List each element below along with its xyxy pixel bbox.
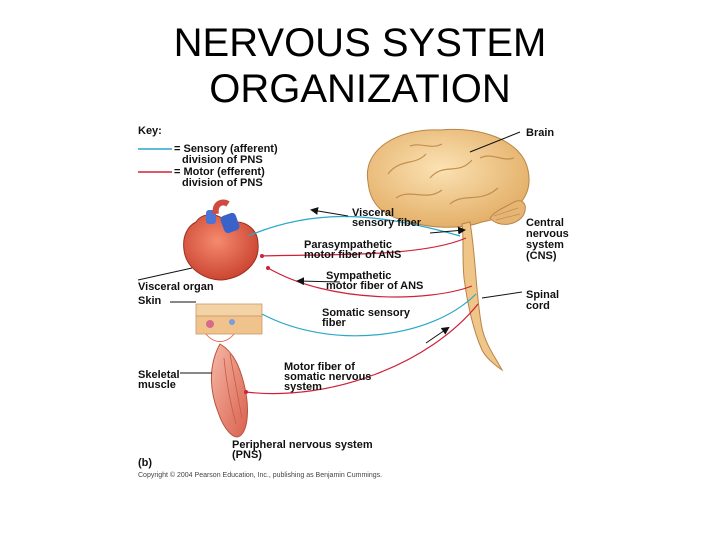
label-cns-line3: system (526, 239, 564, 251)
diagram-canvas: Key: = Sensory (afferent) division of PN… (137, 125, 569, 479)
label-cns-line4: (CNS) (526, 250, 557, 262)
label-visceral-sensory-line1: Visceral (352, 207, 394, 219)
label-cns-line2: nervous (526, 228, 569, 240)
label-visceral-organ: Visceral organ (138, 281, 214, 293)
label-panel: (b) (138, 457, 152, 469)
label-motor-somatic-line1: Motor fiber of (284, 361, 355, 373)
label-motor-somatic-line3: system (284, 381, 322, 393)
legend-key: Key: = Sensory (afferent) division of PN… (138, 125, 278, 189)
label-somatic-sensory-line1: Somatic sensory (322, 307, 411, 319)
label-parasympathetic-line2: motor fiber of ANS (304, 249, 401, 261)
label-skeletal-line1: Skeletal (138, 369, 180, 381)
copyright-notice: Copyright © 2004 Pearson Education, Inc.… (138, 471, 382, 479)
somatic-sensory-fiber (261, 293, 477, 337)
title-line-2: ORGANIZATION (209, 67, 511, 111)
label-parasympathetic-line1: Parasympathetic (304, 239, 392, 251)
parasympathetic-motor-fiber (259, 237, 467, 257)
skeletal-muscle-illustration (210, 343, 248, 438)
label-spinal-line1: Spinal (526, 289, 559, 301)
label-skeletal-line2: muscle (138, 379, 176, 391)
slide-title: NERVOUS SYSTEM ORGANIZATION (0, 20, 720, 112)
label-motor-somatic-line2: somatic nervous (284, 371, 371, 383)
key-heading: Key: (138, 125, 162, 137)
key-sensory-line2: division of PNS (182, 154, 263, 166)
leader-lines (137, 131, 523, 374)
skin-illustration (195, 303, 263, 342)
label-pns-line2: (PNS) (232, 449, 262, 461)
spinal-cord-illustration (461, 221, 504, 372)
label-sympathetic-line2: motor fiber of ANS (326, 280, 423, 292)
sympathetic-motor-fiber (267, 267, 473, 298)
label-visceral-sensory-line2: sensory fiber (352, 217, 422, 229)
label-skin: Skin (138, 295, 162, 307)
diagram-labels: Brain Central nervous system (CNS) Spina… (138, 127, 569, 479)
label-spinal-line2: cord (526, 300, 550, 312)
key-motor-line1: = Motor (efferent) (174, 166, 265, 178)
label-pns-line1: Peripheral nervous system (232, 439, 373, 451)
title-line-1: NERVOUS SYSTEM (173, 21, 547, 65)
heart-illustration (183, 199, 259, 281)
label-cns-line1: Central (526, 217, 564, 229)
key-sensory-line1: = Sensory (afferent) (174, 143, 278, 155)
brain-illustration (366, 128, 530, 228)
somatic-motor-fiber (245, 303, 479, 395)
nervous-system-diagram: Key: = Sensory (afferent) division of PN… (130, 118, 610, 480)
visceral-sensory-fiber (247, 215, 461, 237)
label-somatic-sensory-line2: fiber (322, 317, 347, 329)
key-motor-line2: division of PNS (182, 177, 263, 189)
nerve-fibers (244, 215, 479, 395)
label-sympathetic-line1: Sympathetic (326, 270, 391, 282)
label-brain: Brain (526, 127, 554, 139)
